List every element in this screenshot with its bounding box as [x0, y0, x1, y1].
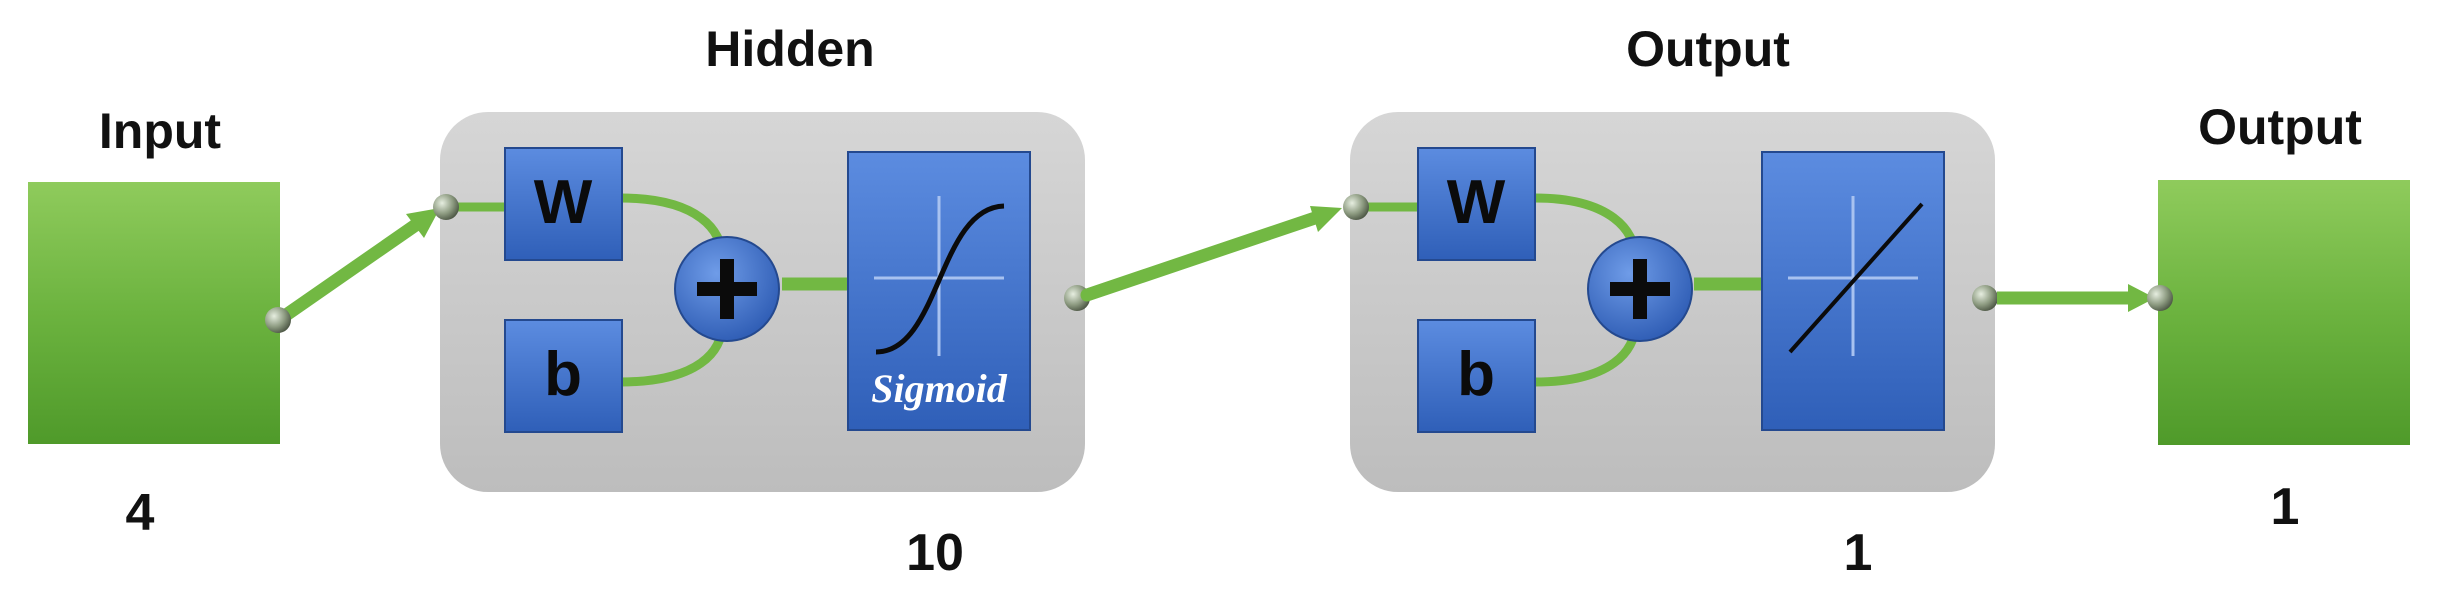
connector-output-layer-to-output	[1972, 284, 2155, 312]
output-layer-output-port	[1972, 285, 1998, 311]
hidden-bias-label: b	[544, 340, 582, 409]
activation-label: Sigmoid	[871, 366, 1008, 411]
sigmoid-activation-block: Sigmoid	[847, 151, 1031, 431]
output-size: 1	[2271, 478, 2300, 536]
connector-input-to-hidden	[269, 208, 440, 329]
input-node	[28, 182, 280, 444]
output-sum-node	[1587, 236, 1693, 342]
output-weight-block: W	[1417, 147, 1536, 261]
output-layer-input-port	[1343, 194, 1369, 220]
hidden-weight-label: W	[534, 168, 593, 237]
output-bias-block: b	[1417, 319, 1536, 433]
connector-hidden-to-output	[1064, 206, 1342, 311]
output-weight-label: W	[1447, 168, 1506, 237]
hidden-size: 10	[906, 524, 964, 582]
hidden-weight-block: W	[504, 147, 623, 261]
hidden-input-port	[433, 194, 459, 220]
output-title: Output	[2198, 99, 2362, 155]
output-node	[2158, 180, 2410, 445]
output-layer-title: Output	[1626, 21, 1790, 77]
input-node-output-port	[265, 307, 291, 333]
linear-activation-block	[1761, 151, 1945, 431]
output-bias-label: b	[1457, 340, 1495, 409]
output-node-input-port	[2147, 285, 2173, 311]
hidden-sum-node	[674, 236, 780, 342]
input-size: 4	[126, 484, 155, 542]
hidden-title: Hidden	[705, 21, 874, 77]
hidden-bias-block: b	[504, 319, 623, 433]
input-title: Input	[99, 103, 222, 159]
output-layer-size: 1	[1844, 524, 1873, 582]
